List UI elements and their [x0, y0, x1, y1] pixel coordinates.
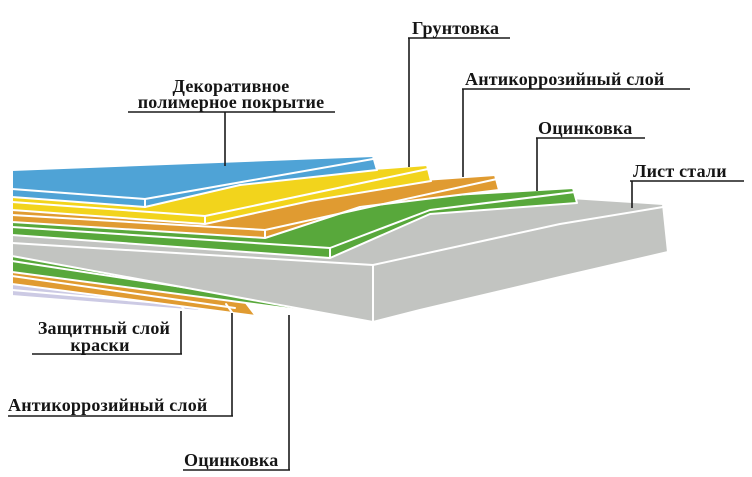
label-steel-sheet: Лист стали	[633, 161, 727, 181]
label-zinc-top: Оцинковка	[538, 118, 632, 138]
anticorrosion-bottom-edge-line	[11, 275, 236, 309]
steel-left-face-edge	[11, 242, 374, 266]
label-protective-paint-line1: Защитный слой	[38, 318, 170, 338]
label-anticorrosion-top: Антикоррозийный слой	[465, 69, 664, 89]
label-decorative-coating-line1: Декоративное	[173, 76, 290, 96]
zinc-top-near-edge	[11, 191, 576, 249]
layer-polymer-coating	[11, 155, 378, 208]
label-primer: Грунтовка	[412, 18, 499, 38]
label-protective-paint-line2: краски	[70, 335, 129, 355]
label-decorative-coating-line2: полимерное покрытие	[138, 92, 325, 112]
label-anticorrosion-bottom: Антикоррозийный слой	[8, 395, 207, 415]
steel-near-edge	[372, 206, 664, 266]
label-zinc-bottom: Оцинковка	[184, 450, 278, 470]
